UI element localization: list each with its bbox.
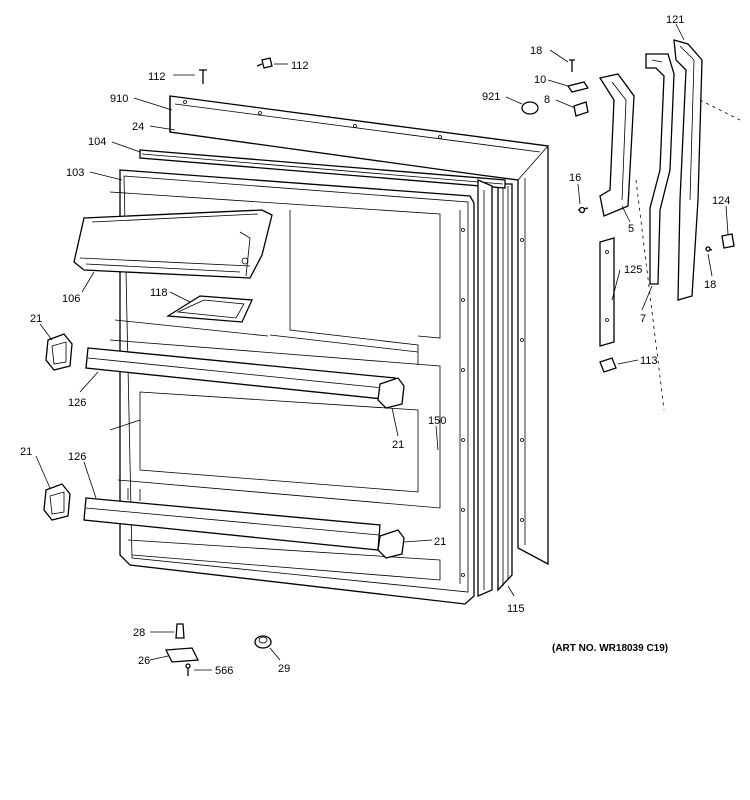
label-104: 104	[88, 136, 106, 148]
label-24: 24	[132, 121, 144, 133]
label-118: 118	[150, 287, 168, 299]
label-21d: 21	[434, 536, 446, 548]
label-10: 10	[534, 74, 546, 86]
label-7: 7	[640, 313, 646, 325]
egg-tray	[165, 295, 253, 323]
label-26: 26	[138, 655, 150, 667]
label-126b: 126	[68, 451, 86, 463]
bottom-hardware	[164, 623, 272, 676]
door-gasket	[139, 149, 513, 597]
art-number: (ART NO. WR18039 C19)	[552, 643, 668, 654]
label-112a: 112	[148, 71, 166, 83]
top-screws	[199, 57, 273, 84]
label-150: 150	[428, 415, 446, 427]
label-8: 8	[544, 94, 550, 106]
label-21b: 21	[20, 446, 32, 458]
label-124: 124	[712, 195, 730, 207]
shelf-end-caps	[43, 333, 405, 559]
dairy-door	[73, 209, 273, 279]
door-outer-panel	[169, 95, 549, 566]
hinge-assembly	[521, 39, 735, 373]
label-113: 113	[640, 355, 658, 367]
label-21c: 21	[392, 439, 404, 451]
label-115: 115	[507, 603, 525, 615]
label-5: 5	[628, 223, 634, 235]
label-16: 16	[569, 172, 581, 184]
label-112b: 112	[291, 60, 309, 72]
label-103: 103	[66, 167, 84, 179]
label-18a: 18	[530, 45, 542, 57]
label-126a: 126	[68, 397, 86, 409]
label-921: 921	[482, 91, 500, 103]
label-106: 106	[62, 293, 80, 305]
label-910: 910	[110, 93, 128, 105]
label-18b: 18	[704, 279, 716, 291]
label-121: 121	[666, 14, 684, 26]
label-566: 566	[215, 665, 233, 677]
label-125: 125	[624, 264, 642, 276]
center-lines	[635, 99, 741, 411]
callout-labels: 112 112 910 24 104 103 106 118 21 126 21…	[20, 14, 730, 677]
label-28: 28	[133, 627, 145, 639]
leader-lines	[35, 23, 729, 671]
label-29: 29	[278, 663, 290, 675]
label-21a: 21	[30, 313, 42, 325]
